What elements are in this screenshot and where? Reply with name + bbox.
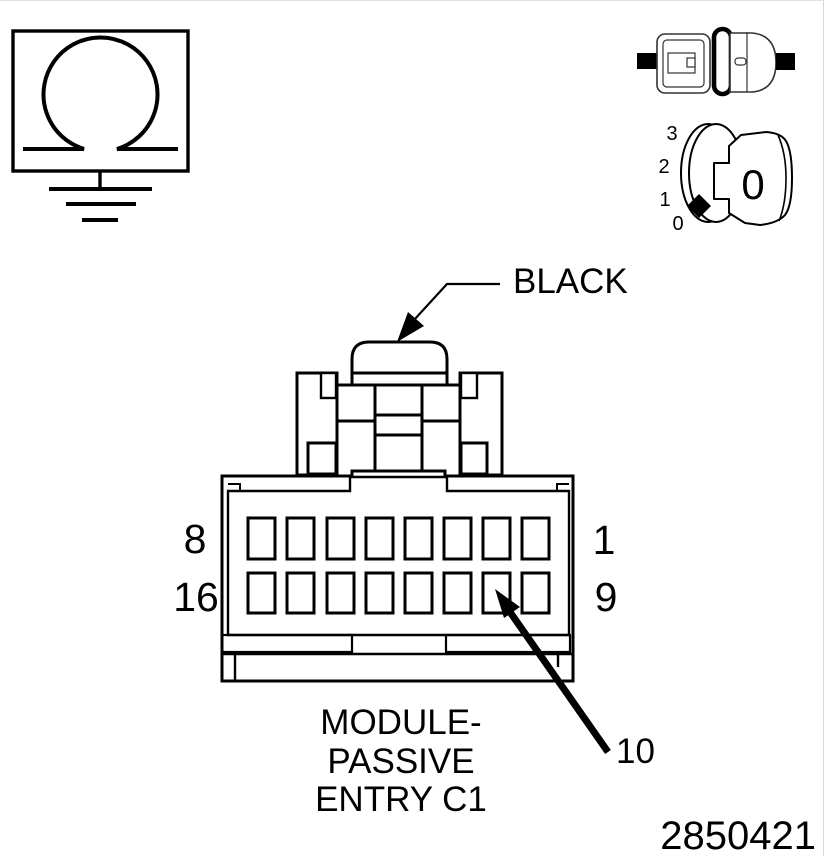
position-label-0: 0	[672, 213, 683, 235]
caption-line-3: ENTRY C1	[315, 780, 487, 819]
pin-row-label-8: 8	[184, 516, 207, 562]
wire-color-label: BLACK	[513, 262, 628, 301]
tower-notch-right	[459, 371, 479, 400]
key-shape	[713, 131, 793, 226]
pin-cavity	[520, 516, 551, 561]
guide-slot-right	[459, 441, 489, 476]
pin-row-bottom	[246, 571, 551, 615]
position-label-2: 2	[658, 156, 669, 178]
receptacle-slot	[734, 57, 747, 66]
caption-line-2: PASSIVE	[327, 742, 474, 781]
pin-cavity	[325, 516, 356, 561]
pin-row-label-16: 16	[173, 574, 219, 620]
bottom-step-right	[444, 633, 572, 654]
latch-stem	[373, 413, 424, 476]
pin-callout-label: 10	[616, 732, 655, 771]
pin-row-label-9: 9	[595, 574, 618, 620]
tower-notch-left	[319, 371, 338, 400]
pin-cavity	[285, 571, 316, 615]
pin-cavity	[285, 516, 316, 561]
pin-cavity	[520, 571, 551, 615]
pin-cavity	[403, 571, 434, 615]
wire-stub-left	[637, 53, 658, 69]
latch-dome	[350, 340, 449, 389]
pin-row-labels: 8 1 16 9	[173, 516, 617, 620]
inner-corner-notch-right	[556, 483, 569, 491]
position-label-1: 1	[659, 189, 670, 211]
pin-cavity	[442, 571, 473, 615]
black-wire-callout: BLACK	[397, 262, 628, 342]
caption-line-1: MODULE-	[320, 703, 481, 742]
pin-callout-arrowhead	[495, 589, 520, 618]
pin-callout-line	[507, 609, 611, 755]
pin-cavity	[364, 516, 395, 561]
key-face-label: 0	[741, 161, 764, 208]
pin-cavity	[364, 571, 395, 615]
plug-key-tab	[686, 57, 696, 68]
pin-row-label-1: 1	[593, 517, 616, 563]
pin-cavity	[442, 516, 473, 561]
seal-ring	[711, 26, 734, 97]
inner-corner-notch-left	[228, 483, 241, 491]
pin-cavity	[403, 516, 434, 561]
pin-cavity	[246, 571, 277, 615]
position-marker-diamond	[687, 194, 711, 218]
key-edge-line	[777, 134, 787, 222]
pin-cavity	[481, 516, 512, 561]
pin-cavity	[325, 571, 356, 615]
guide-slot-left	[306, 441, 338, 476]
figure-number: 2850421	[660, 814, 816, 856]
pin-cavity	[246, 516, 277, 561]
bottom-step-left	[220, 633, 354, 654]
pin-row-top	[246, 516, 551, 561]
callout-leader-line	[413, 282, 500, 321]
lamp-ground-icon	[11, 29, 190, 222]
callout-arrowhead	[397, 312, 424, 342]
inline-connector-icon	[637, 26, 795, 97]
position-label-3: 3	[666, 123, 677, 145]
connector-caption: MODULE- PASSIVE ENTRY C1	[315, 703, 487, 819]
connector-face-drawing	[220, 340, 575, 683]
wire-stub-right	[776, 53, 795, 70]
pin-10-callout: 10	[495, 589, 655, 771]
ignition-off-icon: 0 3 2 1 0	[658, 123, 793, 235]
lamp-omega-shape	[23, 35, 178, 151]
